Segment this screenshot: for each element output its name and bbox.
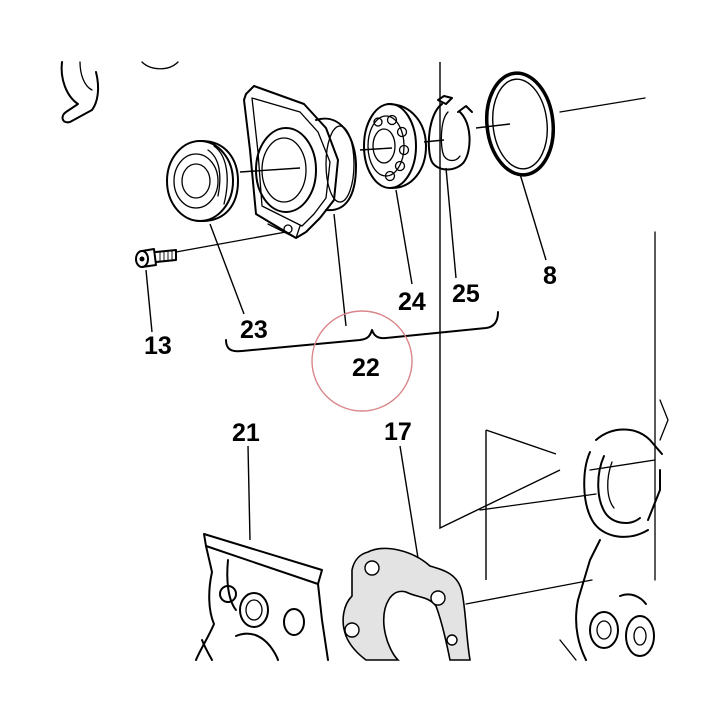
highlight-circle: [311, 310, 413, 412]
housing-fragment-top-left: [60, 61, 179, 124]
axis-line-gasket: [465, 579, 593, 605]
callout-23: 23: [240, 316, 268, 344]
axis-line-main: [439, 62, 656, 581]
callout-8: 8: [543, 262, 557, 290]
gasket-21: [195, 533, 329, 661]
callout-17: 17: [384, 418, 412, 446]
o-ring-8: [485, 71, 555, 177]
callout-13: 13: [144, 332, 172, 360]
callout-24: 24: [398, 288, 426, 316]
bolt-13: [135, 248, 177, 268]
group-brace-22: [225, 311, 499, 353]
bearing-23: [166, 139, 239, 223]
housing-fragment-right: [485, 399, 669, 661]
flange-housing-22: [243, 85, 357, 239]
axis-line-gasket-right: [479, 493, 597, 511]
shaft-axis: [175, 123, 511, 253]
callout-25: 25: [452, 280, 480, 308]
bearing-24: [363, 103, 427, 189]
gasket-17: [342, 547, 471, 661]
callout-21: 21: [232, 419, 260, 447]
circlip-25: [427, 95, 473, 171]
leader-lines: [145, 167, 547, 559]
callout-22: 22: [352, 354, 380, 382]
